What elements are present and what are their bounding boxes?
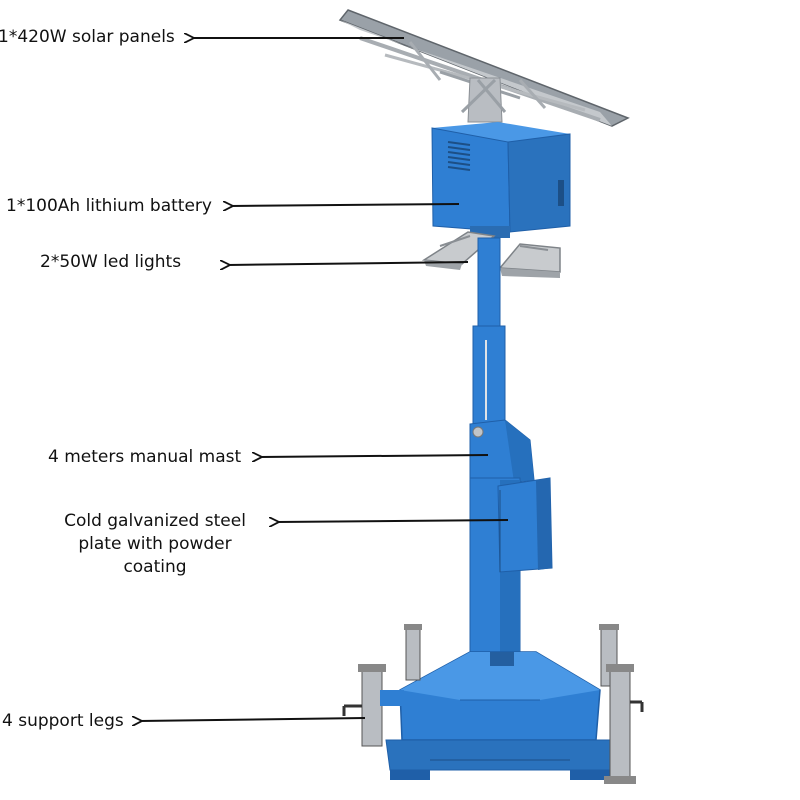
label-steel-plate-line3: coating: [123, 557, 187, 577]
arrow-mast: [260, 455, 489, 457]
vent-grille: [447, 141, 471, 171]
label-mast: 4 meters manual mast: [48, 447, 242, 467]
support-leg-front-left: [342, 664, 404, 747]
mast: [469, 237, 535, 667]
arrow-support-legs: [140, 718, 366, 721]
support-leg-back-left: [404, 624, 422, 681]
label-steel-plate-line2: plate with powder: [78, 534, 232, 554]
arrow-steel-plate: [277, 520, 509, 522]
label-solar-panels: 1*420W solar panels: [0, 27, 175, 47]
label-steel-plate: Cold galvanized steel plate with powder …: [52, 510, 258, 579]
label-led-lights: 2*50W led lights: [40, 252, 182, 272]
callout-arrows: [140, 38, 509, 721]
base: [385, 651, 615, 780]
label-support-legs: 4 support legs: [2, 711, 124, 731]
label-battery: 1*100Ah lithium battery: [6, 196, 212, 216]
battery-box: [431, 122, 571, 238]
panel-bracket: [460, 77, 507, 123]
box-latch: [558, 180, 564, 206]
arrow-battery: [231, 204, 460, 206]
support-leg-front-right: [604, 664, 644, 784]
arrow-led-lights: [228, 262, 469, 265]
control-box: [497, 477, 553, 573]
led-light-brackets: [421, 231, 561, 278]
label-steel-plate-line1: Cold galvanized steel: [64, 511, 246, 531]
